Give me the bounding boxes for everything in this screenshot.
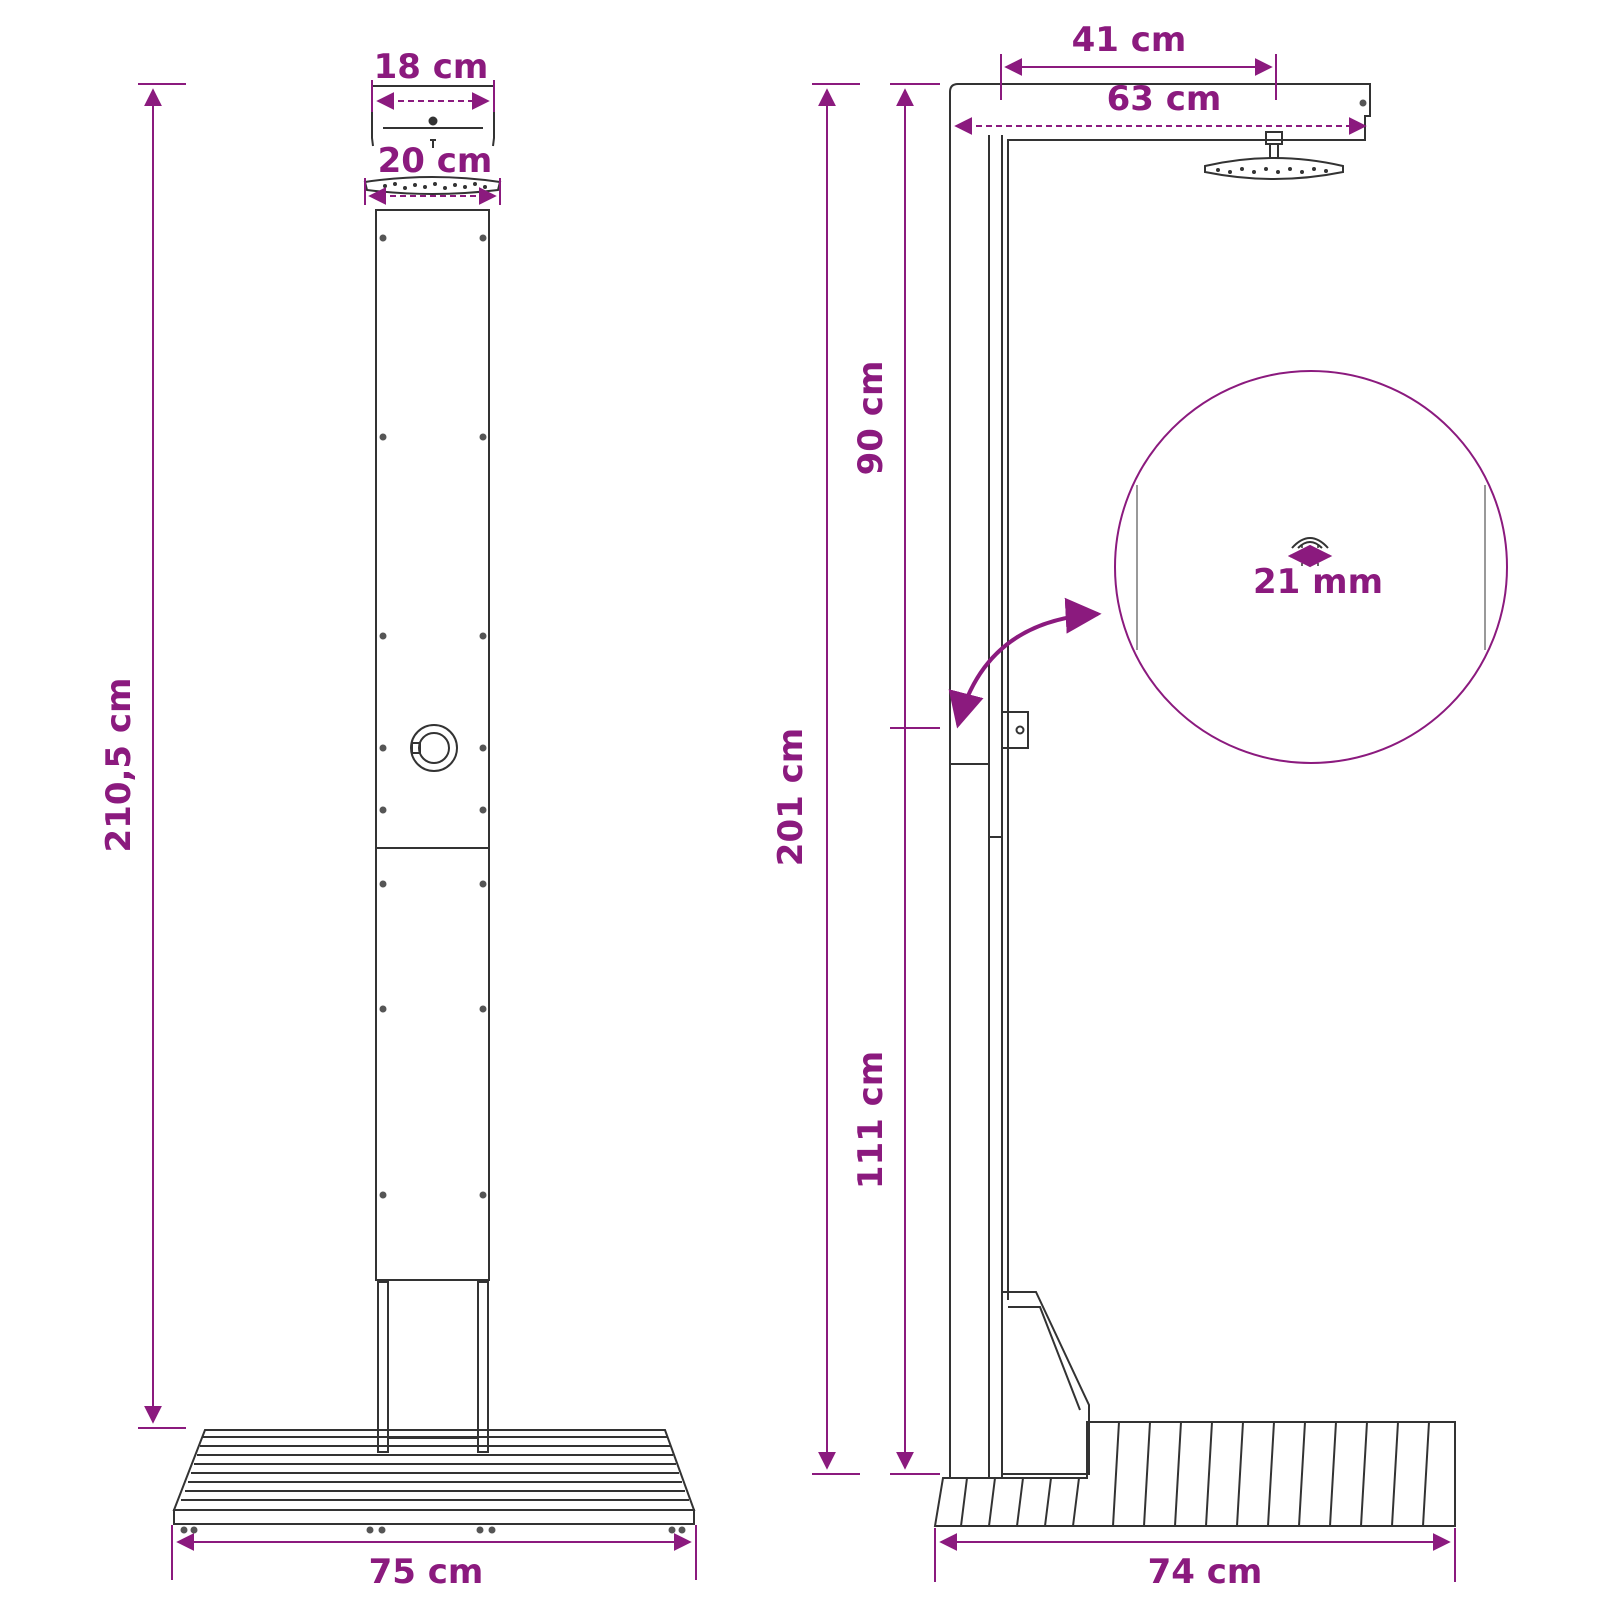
side-total-height-label: 201 cm — [771, 728, 811, 866]
front-base-width-label: 75 cm — [369, 1552, 484, 1592]
side-arm-length-label: 63 cm — [1107, 79, 1222, 119]
side-view: 21 mm 41 cm 63 cm 90 cm 201 cm 111 cm 74… — [771, 20, 1508, 1592]
side-upper-height-label: 90 cm — [851, 361, 891, 476]
side-lower-height-label: 111 cm — [851, 1051, 891, 1189]
front-column — [375, 209, 490, 1453]
front-top-width-label: 18 cm — [374, 47, 489, 87]
front-dimensions — [138, 80, 697, 1580]
detail-callout — [948, 370, 1508, 764]
front-view: 18 cm 20 cm 210,5 cm 75 cm — [99, 47, 697, 1592]
detail-size-label: 21 mm — [1253, 562, 1383, 602]
side-shower-head — [1204, 131, 1344, 180]
front-base — [172, 1429, 696, 1534]
side-base — [933, 1421, 1456, 1527]
side-dimensions — [812, 54, 1456, 1582]
side-arm-offset-label: 41 cm — [1072, 20, 1187, 60]
side-base-depth-label: 74 cm — [1148, 1552, 1263, 1592]
side-column — [949, 83, 1371, 1479]
front-head-width-label: 20 cm — [378, 141, 493, 181]
front-total-height-label: 210,5 cm — [99, 678, 139, 853]
